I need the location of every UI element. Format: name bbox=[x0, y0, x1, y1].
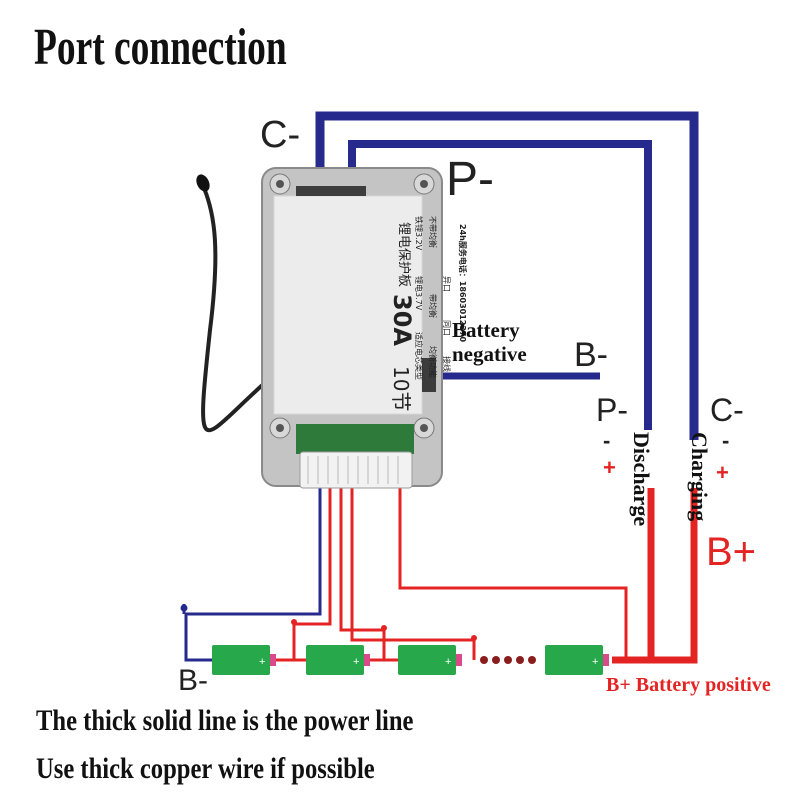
cell-2: + bbox=[306, 645, 370, 675]
board-spec-8: 同口 bbox=[442, 320, 451, 336]
c-minus-top-label: C- bbox=[260, 114, 301, 156]
discharge-label: Discharge bbox=[629, 432, 654, 527]
c-minus-wire bbox=[315, 111, 699, 440]
board-spec-9: 异口 bbox=[442, 276, 451, 292]
board-spec-5: 带均衡 bbox=[428, 294, 438, 318]
footer-line-1: The thick solid line is the power line bbox=[36, 704, 414, 737]
battery-negative-label-2: negative bbox=[452, 342, 527, 366]
board-spec-6: 不带均衡 bbox=[428, 216, 438, 248]
plus-mark-discharge: + bbox=[603, 455, 616, 480]
board-name: 锂电保护板 bbox=[396, 222, 411, 287]
board-spec-1: 适应电芯类型 bbox=[414, 332, 424, 380]
minus-mark-charging: - bbox=[722, 428, 729, 453]
svg-text:+: + bbox=[445, 656, 451, 668]
board-current: 30A bbox=[388, 294, 416, 346]
b-minus-right-label: B- bbox=[574, 336, 608, 374]
board-service: 24h服务电话：18603012370 bbox=[458, 224, 468, 342]
b-plus-wire-charging bbox=[640, 488, 698, 664]
svg-text:+: + bbox=[259, 656, 265, 668]
board-spec-7: 接线 bbox=[442, 356, 452, 372]
balance-wire-dots bbox=[180, 604, 630, 664]
p-minus-top-label: P- bbox=[446, 153, 494, 206]
footer-line-2: Use thick copper wire if possible bbox=[36, 752, 375, 785]
board-spec-3: 铁锂3.2V bbox=[414, 216, 424, 251]
bms-board: 10节 30A 锂电保护板 适应电芯类型 锂电3.7V 铁锂3.2V 均衡功能 … bbox=[261, 167, 468, 489]
cell-1: + bbox=[212, 645, 276, 675]
plus-mark-charging: + bbox=[716, 460, 729, 485]
cell-n: + bbox=[545, 645, 609, 675]
cell-3: + bbox=[398, 645, 462, 675]
svg-text:+: + bbox=[592, 656, 598, 668]
c-minus-right-label: C- bbox=[710, 392, 744, 428]
minus-mark-discharge: - bbox=[603, 428, 610, 453]
b-minus-bottom-label: B- bbox=[178, 664, 208, 697]
cell-chain-ellipsis bbox=[480, 656, 536, 664]
page-title: Port connection bbox=[34, 19, 287, 76]
polarity-marks: - + - + bbox=[603, 428, 729, 485]
board-cells: 10节 bbox=[389, 366, 413, 411]
svg-text:+: + bbox=[353, 656, 359, 668]
battery-positive-label: B+ Battery positive bbox=[606, 674, 771, 696]
p-minus-right-label: P- bbox=[596, 392, 628, 428]
temperature-sensor bbox=[196, 174, 270, 433]
charging-label: Charging bbox=[687, 432, 712, 522]
b-plus-label: B+ bbox=[706, 530, 757, 574]
board-spec-4: 均衡功能 bbox=[428, 346, 438, 378]
balance-wires bbox=[182, 486, 628, 662]
battery-negative-label-1: Battery bbox=[452, 318, 520, 342]
board-spec-2: 锂电3.7V bbox=[414, 276, 424, 311]
